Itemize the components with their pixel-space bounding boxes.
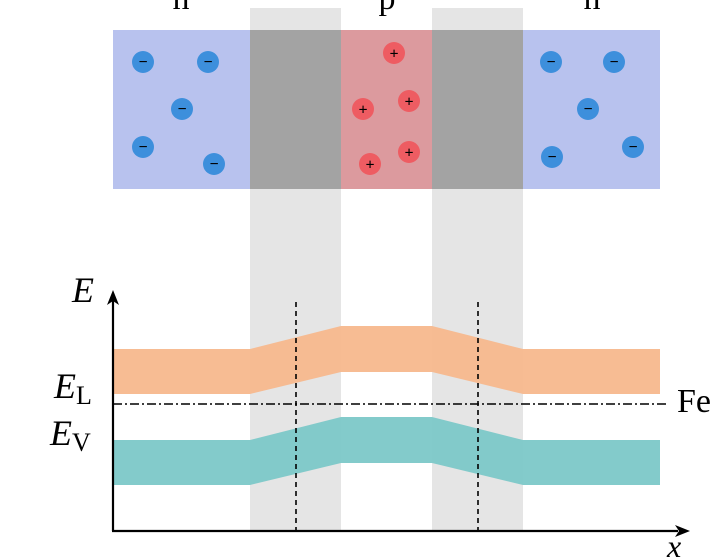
conduction-level-label: EL bbox=[53, 366, 92, 410]
region-label-right: n bbox=[584, 0, 601, 17]
svg-text:−: − bbox=[203, 54, 212, 71]
electron-icon: − bbox=[203, 153, 225, 175]
svg-text:−: − bbox=[583, 101, 592, 118]
x-axis-label: x bbox=[666, 528, 681, 559]
depletion-zone-left bbox=[250, 30, 341, 189]
electron-icon: − bbox=[132, 51, 154, 73]
x-axis-arrow-icon bbox=[675, 525, 690, 537]
electron-icon: − bbox=[132, 136, 154, 158]
svg-text:+: + bbox=[358, 102, 367, 119]
electrons-left: − − − − − bbox=[132, 51, 225, 175]
conduction-band bbox=[113, 326, 660, 394]
electrons-right: − − − − − bbox=[540, 51, 644, 168]
svg-text:−: − bbox=[177, 101, 186, 118]
svg-text:−: − bbox=[209, 156, 218, 173]
hole-icon: + bbox=[383, 42, 405, 64]
electron-icon: − bbox=[577, 98, 599, 120]
svg-text:+: + bbox=[404, 145, 413, 162]
hole-icon: + bbox=[359, 153, 381, 175]
electron-icon: − bbox=[622, 136, 644, 158]
svg-text:−: − bbox=[138, 54, 147, 71]
svg-text:−: − bbox=[547, 149, 556, 166]
hole-icon: + bbox=[398, 90, 420, 112]
svg-text:−: − bbox=[546, 54, 555, 71]
y-axis-label: E bbox=[71, 270, 94, 310]
electron-icon: − bbox=[540, 51, 562, 73]
region-label-left: n bbox=[173, 0, 190, 17]
svg-text:−: − bbox=[628, 139, 637, 156]
svg-text:−: − bbox=[138, 139, 147, 156]
valence-level-label: EV bbox=[49, 413, 91, 457]
hole-icon: + bbox=[352, 98, 374, 120]
svg-text:+: + bbox=[365, 157, 374, 174]
electron-icon: − bbox=[197, 51, 219, 73]
depletion-zone-right bbox=[432, 30, 523, 189]
svg-text:−: − bbox=[609, 54, 618, 71]
svg-text:+: + bbox=[389, 46, 398, 63]
electron-icon: − bbox=[171, 98, 193, 120]
hole-icon: + bbox=[398, 141, 420, 163]
holes: + + + + + bbox=[352, 42, 420, 175]
fermi-level-label: Fe bbox=[677, 383, 711, 420]
svg-text:+: + bbox=[404, 94, 413, 111]
electron-icon: − bbox=[603, 51, 625, 73]
electron-icon: − bbox=[541, 146, 563, 168]
valence-band bbox=[113, 417, 660, 485]
y-axis-arrow-icon bbox=[107, 290, 119, 305]
region-label-middle: p bbox=[379, 0, 396, 17]
